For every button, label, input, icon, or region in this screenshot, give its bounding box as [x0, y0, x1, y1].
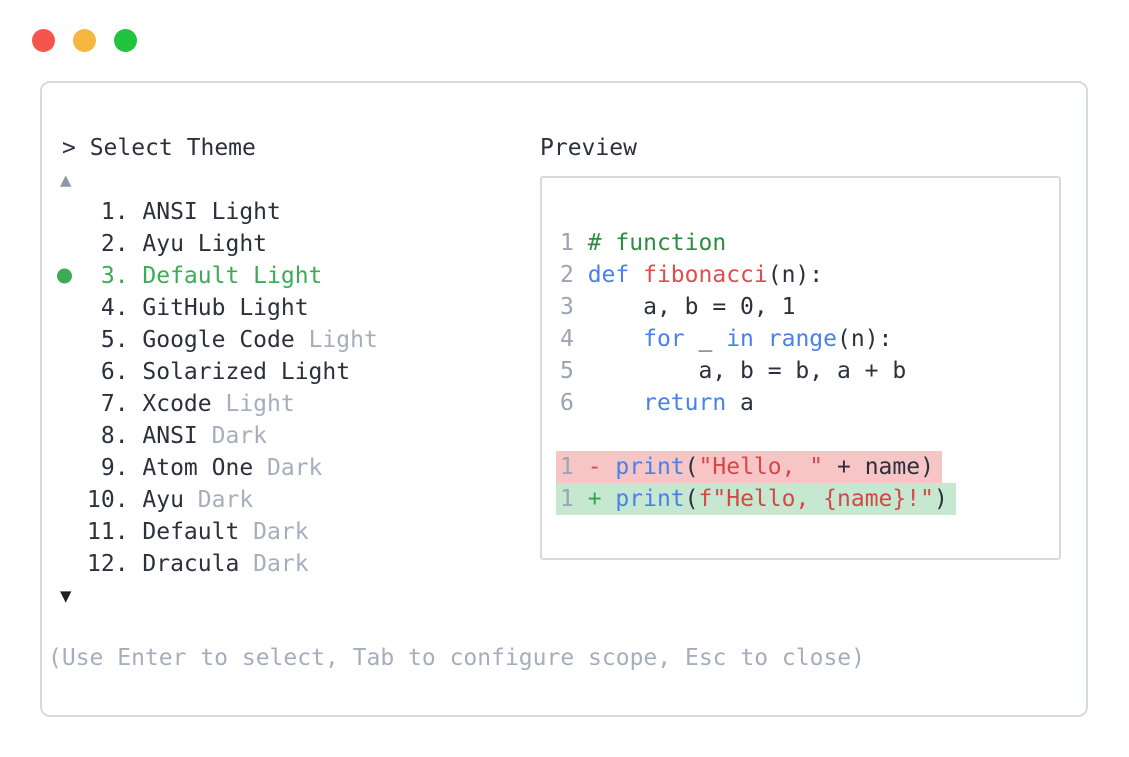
theme-option-7[interactable]: 7. Xcode Light	[87, 388, 295, 420]
theme-option-11[interactable]: 11. Default Dark	[87, 516, 309, 548]
theme-name: Solarized Light	[142, 359, 351, 385]
line-number: 5	[560, 358, 588, 384]
selected-bullet-icon	[57, 268, 72, 284]
theme-name: Ayu	[142, 487, 184, 513]
theme-option-3[interactable]: 3. Default Light	[57, 260, 323, 292]
theme-number: 3.	[87, 263, 143, 289]
theme-name: Default Light	[142, 263, 323, 289]
line-number: 2	[560, 262, 588, 288]
code-line: 2 def fibonacci(n):	[560, 262, 824, 288]
theme-number: 8.	[87, 423, 143, 449]
theme-option-8[interactable]: 8. ANSI Dark	[87, 420, 267, 452]
theme-number: 5.	[87, 327, 143, 353]
theme-name: Atom One	[142, 455, 254, 481]
theme-name: Xcode	[142, 391, 212, 417]
select-theme-prompt: > Select Theme	[62, 135, 256, 161]
preview-label: Preview	[540, 135, 637, 161]
line-number: 1	[560, 454, 588, 480]
theme-option-2[interactable]: 2. Ayu Light	[87, 228, 267, 260]
theme-name: Default	[142, 519, 240, 545]
theme-option-6[interactable]: 6. Solarized Light	[87, 356, 350, 388]
scroll-down-icon[interactable]: ▼	[60, 585, 72, 607]
diff-line-added: 1 + print(f"Hello, {name}!")	[556, 483, 956, 515]
theme-number: 10.	[87, 487, 143, 513]
theme-variant: Light	[294, 327, 378, 353]
theme-variant: Dark	[197, 423, 268, 449]
code-line: 4 for _ in range(n):	[560, 326, 893, 352]
theme-variant: Dark	[239, 551, 309, 577]
close-button[interactable]	[32, 29, 55, 52]
theme-name: Google Code	[142, 327, 295, 353]
theme-number: 9.	[87, 455, 143, 481]
preview-box: 1 # function 2 def fibonacci(n): 3 a, b = …	[540, 176, 1061, 560]
scroll-up-icon[interactable]: ▲	[60, 169, 72, 191]
theme-option-9[interactable]: 9. Atom One Dark	[87, 452, 323, 484]
theme-number: 12.	[87, 551, 143, 577]
theme-name: Ayu Light	[142, 231, 268, 257]
theme-option-12[interactable]: 12. Dracula Dark	[87, 548, 309, 580]
line-number: 6	[560, 390, 588, 416]
theme-name: ANSI Light	[142, 199, 281, 225]
theme-variant: Dark	[183, 487, 254, 513]
theme-variant: Dark	[239, 519, 309, 545]
theme-option-10[interactable]: 10. Ayu Dark	[87, 484, 253, 516]
code-line: 1 # function	[560, 230, 727, 256]
code-line: 6 return a	[560, 390, 754, 416]
theme-name: Dracula	[142, 551, 240, 577]
line-number: 1	[560, 486, 588, 512]
theme-picker-panel: > Select Theme ▲ 1. ANSI Light 2. Ayu Li…	[40, 81, 1088, 717]
theme-variant: Light	[211, 391, 295, 417]
code-line	[556, 419, 568, 451]
maximize-button[interactable]	[114, 29, 137, 52]
footer-hint: (Use Enter to select, Tab to configure s…	[48, 645, 865, 671]
theme-variant: Dark	[253, 455, 323, 481]
theme-name: GitHub Light	[142, 295, 309, 321]
theme-number: 11.	[87, 519, 143, 545]
diff-line-removed: 1 - print("Hello, " + name)	[556, 451, 942, 483]
line-number: 3	[560, 294, 588, 320]
theme-number: 1.	[87, 199, 143, 225]
theme-option-1[interactable]: 1. ANSI Light	[87, 196, 281, 228]
theme-number: 4.	[87, 295, 143, 321]
theme-number: 2.	[87, 231, 143, 257]
theme-option-5[interactable]: 5. Google Code Light	[87, 324, 378, 356]
theme-number: 7.	[87, 391, 143, 417]
code-line: 3 a, b = 0, 1	[560, 294, 796, 320]
window-controls	[32, 29, 137, 52]
minimize-button[interactable]	[73, 29, 96, 52]
theme-list: 1. ANSI Light 2. Ayu Light 3. Default Li…	[57, 196, 378, 580]
code-line: 5 a, b = b, a + b	[560, 358, 907, 384]
theme-option-4[interactable]: 4. GitHub Light	[87, 292, 309, 324]
theme-number: 6.	[87, 359, 143, 385]
line-number: 4	[560, 326, 588, 352]
code-preview: 1 # function 2 def fibonacci(n): 3 a, b = …	[556, 227, 956, 515]
line-number: 1	[560, 230, 588, 256]
theme-name: ANSI	[142, 423, 198, 449]
